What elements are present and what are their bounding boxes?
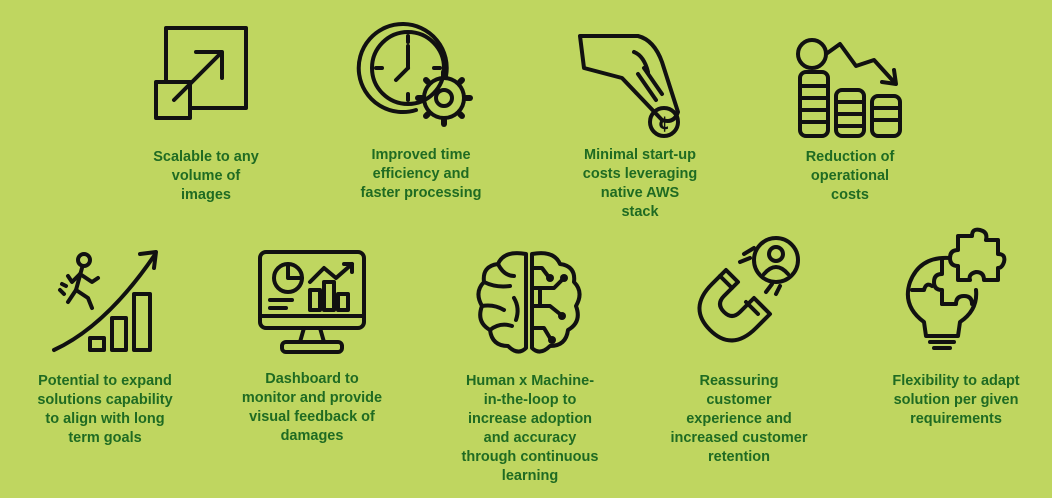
benefit-retention-line-3: experience and <box>686 411 792 427</box>
benefit-startup-line-2: costs leveraging <box>582 166 698 182</box>
benefit-expand-line-3: to align with long <box>45 411 165 427</box>
benefit-loop-line-2: in-the-loop to <box>483 392 577 408</box>
brain-circuit-icon <box>474 248 584 358</box>
benefit-expand-line-4: term goals <box>68 430 142 446</box>
benefit-flexibility-line-1: Flexibility to adapt <box>892 373 1020 389</box>
benefit-startup-line-1: Minimal start-up <box>584 147 696 163</box>
benefit-loop-line-3: increase adoption <box>467 411 593 427</box>
magnet-user-icon <box>680 232 800 354</box>
benefit-retention-line-1: Reassuring <box>699 373 779 389</box>
benefit-startup-line-3: native AWS <box>600 185 680 201</box>
benefit-scalable-line-1: Scalable to any <box>153 149 259 165</box>
puzzle-bulb-icon <box>902 227 1007 352</box>
benefit-scalable-line-2: volume of <box>171 168 241 184</box>
benefit-expand-line-2: solutions capability <box>37 392 173 408</box>
hand-coin-icon: ¢ <box>578 32 688 142</box>
dashboard-monitor-icon <box>256 250 368 356</box>
benefit-time-line-1: Improved time <box>371 147 471 163</box>
benefit-operational-line-2: operational <box>810 168 890 184</box>
benefit-dashboard-line-4: damages <box>280 428 344 444</box>
benefit-retention-line-4: increased customer <box>670 430 808 446</box>
benefit-operational-line-3: costs <box>831 187 869 203</box>
benefit-operational-line-1: Reduction of <box>805 149 895 165</box>
benefit-dashboard-line-3: visual feedback of <box>249 409 375 425</box>
growth-climber-icon <box>50 246 162 356</box>
benefit-dashboard-line-2: monitor and provide <box>241 390 383 406</box>
benefit-retention-line-5: retention <box>707 449 771 465</box>
svg-text:¢: ¢ <box>658 113 671 134</box>
benefit-loop-line-4: and accuracy <box>483 430 577 446</box>
benefit-time-line-2: efficiency and <box>372 166 470 182</box>
benefit-startup-line-4: stack <box>621 204 659 220</box>
scale-arrow-icon <box>152 26 252 122</box>
benefit-flexibility-line-2: solution per given <box>893 392 1019 408</box>
benefit-expand-line-1: Potential to expand <box>38 373 172 389</box>
benefit-time-line-3: faster processing <box>360 185 482 201</box>
coins-decline-icon <box>796 38 904 142</box>
benefit-loop-line-6: learning <box>501 468 559 484</box>
benefit-dashboard-line-1: Dashboard to <box>265 371 359 387</box>
benefit-loop-line-5: through continuous <box>461 449 599 465</box>
benefit-retention-line-2: customer <box>706 392 772 408</box>
benefit-scalable-line-3: images <box>181 187 231 203</box>
clock-gear-icon <box>356 20 473 130</box>
benefit-loop-line-1: Human x Machine- <box>465 373 595 389</box>
benefit-flexibility-line-3: requirements <box>910 411 1002 427</box>
